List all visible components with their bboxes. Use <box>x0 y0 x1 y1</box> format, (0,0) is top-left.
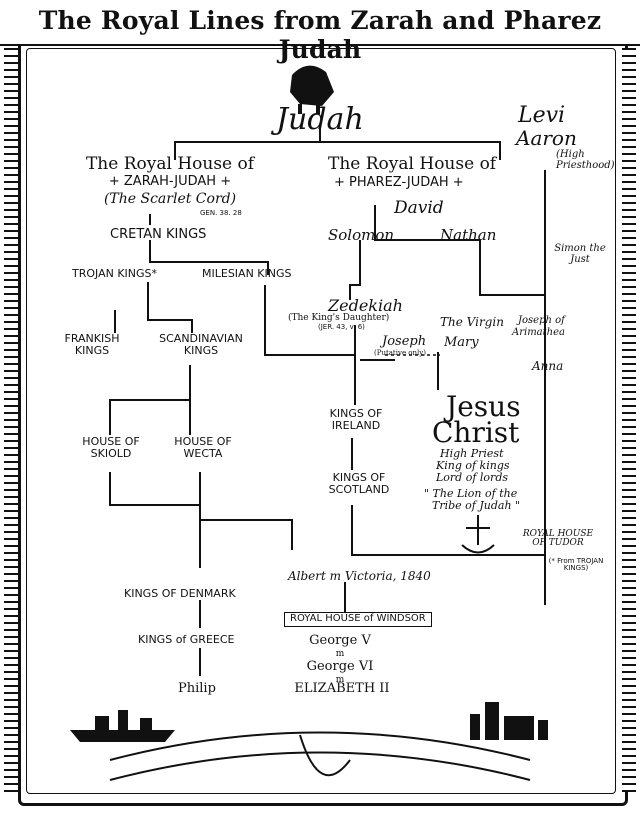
levi-label: Levi <box>518 103 566 128</box>
lion-quote-line2: Tribe of Judah " <box>432 499 521 512</box>
right-decorative-border <box>622 48 636 792</box>
royal-house-of-windsor-label: ROYAL HOUSE of WINDSOR <box>284 612 432 627</box>
pharez-house-line1: The Royal House of <box>328 154 497 174</box>
solomon-label: Solomon <box>328 226 395 244</box>
chart-title: The Royal Lines from Zarah and Pharez Ju… <box>38 6 602 64</box>
from-trojan-kings-note: (* From TROJAN KINGS) <box>548 557 604 573</box>
king-of-kings-label: King of kings <box>436 459 510 472</box>
lion-quote-line1: " The Lion of the <box>424 487 518 500</box>
philip-label: Philip <box>178 681 216 696</box>
trojan-kings-label: TROJAN KINGS* <box>72 267 158 280</box>
kings-of-scotland-label: KINGS OF SCOTLAND <box>328 471 390 496</box>
house-of-skiold-label: HOUSE OF SKIOLD <box>82 435 140 460</box>
jeremiah-reference: (JER. 43, v. 6) <box>318 323 365 331</box>
joseph-label: Joseph <box>382 334 427 349</box>
anna-label: Anna <box>532 359 564 373</box>
nathan-label: Nathan <box>440 226 497 244</box>
marriage-marker-2: m <box>335 675 345 685</box>
kings-of-denmark-label: KINGS OF DENMARK <box>124 587 236 600</box>
tudor-house-label: ROYAL HOUSE OF TUDOR <box>522 529 594 549</box>
simon-the-just-label: Simon the Just <box>554 243 606 265</box>
judah-label: Judah <box>276 102 364 137</box>
arimathea-label: Arimathea <box>512 327 565 338</box>
scarlet-cord-label: (The Scarlet Cord) <box>103 191 237 207</box>
lord-of-lords-label: Lord of lords <box>436 471 508 484</box>
title-banner: The Royal Lines from Zarah and Pharez Ju… <box>0 0 640 64</box>
joseph-of-label: Joseph of <box>518 315 565 326</box>
zarah-house-line1: The Royal House of <box>85 154 255 174</box>
chart-inner-frame <box>26 48 616 794</box>
aaron-label: Aaron <box>516 126 577 150</box>
genesis-reference: GEN. 38. 28 <box>200 209 242 217</box>
kings-daughter-label: (The King's Daughter) <box>288 313 390 323</box>
putative-label: (Putative only) <box>374 349 426 357</box>
george-vi-label: George VI <box>306 659 374 674</box>
zedekiah-label: Zedekiah <box>328 296 403 315</box>
pharez-house-line2: + PHAREZ-JUDAH + <box>334 175 464 190</box>
elizabeth-ii-label: ELIZABETH II <box>294 681 390 696</box>
high-priest-label: High Priest <box>440 447 504 460</box>
house-of-wecta-label: HOUSE OF WECTA <box>174 435 232 460</box>
mary-label: Mary <box>444 335 479 350</box>
david-label: David <box>394 198 444 218</box>
kings-of-greece-label: KINGS of GREECE <box>138 633 235 646</box>
frankish-kings-label: FRANKISH KINGS <box>64 332 120 357</box>
zarah-house-line2: + ZARAH-JUDAH + <box>108 174 232 189</box>
scandinavian-kings-label: SCANDINAVIAN KINGS <box>159 332 243 357</box>
the-virgin-label: The Virgin <box>440 315 504 329</box>
milesian-kings-label: MILESIAN KINGS <box>202 267 292 280</box>
kings-of-ireland-label: KINGS OF IRELAND <box>329 407 383 432</box>
left-decorative-border <box>4 48 18 792</box>
cretan-kings-label: CRETAN KINGS <box>110 227 207 242</box>
jesus-label: Jesus <box>446 390 521 423</box>
christ-label: Christ <box>432 416 520 449</box>
george-v-label: George V <box>309 633 371 648</box>
marriage-marker-1: m <box>335 649 345 659</box>
high-priesthood-label: (High Priesthood) <box>556 149 615 171</box>
albert-victoria-label: Albert m Victoria, 1840 <box>288 569 431 583</box>
